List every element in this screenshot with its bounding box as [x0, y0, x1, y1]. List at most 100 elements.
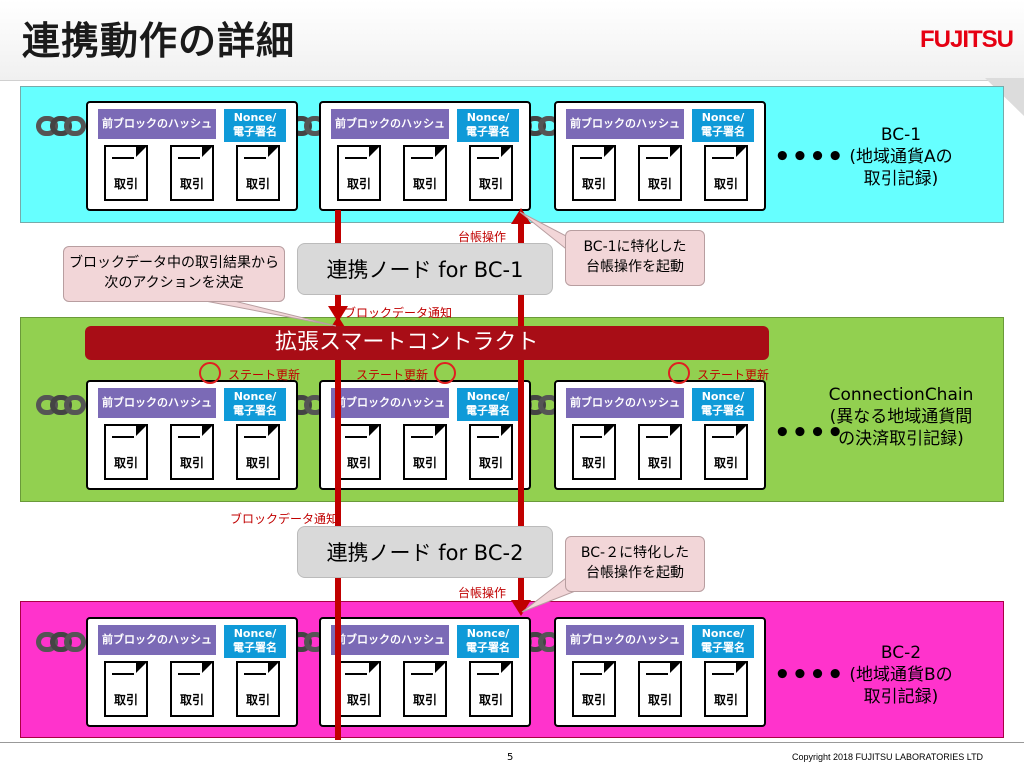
- nonce-line2: 電子署名: [466, 641, 510, 654]
- transaction-document-icon: 取引: [638, 145, 682, 201]
- refresh-cycle-icon: [668, 362, 690, 384]
- doc-fold: [369, 661, 381, 673]
- callout-bc1-ledger: BC-1に特化した 台帳操作を起動: [565, 230, 705, 286]
- doc-fold: [670, 424, 682, 436]
- doc-fold: [670, 661, 682, 673]
- transaction-label: 取引: [713, 177, 738, 191]
- transaction-label: 取引: [647, 177, 672, 191]
- nonce-signature: Nonce/電子署名: [457, 388, 519, 421]
- nonce-line1: Nonce/: [701, 390, 745, 403]
- prev-block-hash: 前ブロックのハッシュ: [331, 625, 449, 655]
- bc2-label-line1: BC-2: [880, 643, 922, 663]
- transaction-label: 取引: [412, 177, 437, 191]
- doc-fold: [369, 424, 381, 436]
- doc-fold: [736, 661, 748, 673]
- cc-label-line1: ConnectionChain: [828, 385, 974, 405]
- state-update-label-2: ステート更新: [356, 368, 429, 382]
- nonce-line2: 電子署名: [701, 641, 745, 654]
- doc-fold: [604, 424, 616, 436]
- transaction-label: 取引: [346, 177, 371, 191]
- node-bc1: 連携ノード for BC-1: [297, 243, 553, 295]
- transaction-label: 取引: [713, 693, 738, 707]
- cc-label-line3: の決済取引記録): [838, 429, 964, 449]
- extended-smart-contract-bar: 拡張スマートコントラクト: [85, 326, 769, 360]
- transaction-document-icon: 取引: [170, 661, 214, 717]
- doc-fold: [435, 661, 447, 673]
- transaction-document-icon: 取引: [403, 145, 447, 201]
- page-number: 5: [507, 752, 514, 763]
- doc-line: [112, 673, 134, 675]
- prev-block-hash: 前ブロックのハッシュ: [98, 388, 216, 418]
- doc-fold: [268, 424, 280, 436]
- transaction-label: 取引: [478, 693, 503, 707]
- nonce-line2: 電子署名: [466, 404, 510, 417]
- nonce-line2: 電子署名: [701, 404, 745, 417]
- doc-fold: [202, 424, 214, 436]
- transaction-label: 取引: [179, 177, 204, 191]
- prev-block-hash: 前ブロックのハッシュ: [566, 388, 684, 418]
- nonce-signature: Nonce/電子署名: [692, 388, 754, 421]
- transaction-document-icon: 取引: [104, 145, 148, 201]
- doc-line: [411, 673, 433, 675]
- nonce-signature: Nonce/電子署名: [457, 109, 519, 142]
- nonce-signature: Nonce/電子署名: [457, 625, 519, 658]
- transaction-label: 取引: [113, 177, 138, 191]
- doc-fold: [604, 661, 616, 673]
- doc-line: [646, 157, 668, 159]
- transaction-document-icon: 取引: [403, 661, 447, 717]
- nonce-line1: Nonce/: [233, 390, 277, 403]
- doc-line: [580, 157, 602, 159]
- transaction-label: 取引: [412, 456, 437, 470]
- doc-line: [244, 673, 266, 675]
- block-notify-label-1: ブロックデータ通知: [344, 306, 453, 320]
- bc2-label-line3: 取引記録): [863, 687, 939, 707]
- nonce-line1: Nonce/: [466, 627, 510, 640]
- prev-block-hash: 前ブロックのハッシュ: [331, 109, 449, 139]
- transaction-label: 取引: [647, 456, 672, 470]
- transaction-label: 取引: [647, 693, 672, 707]
- transaction-label: 取引: [346, 693, 371, 707]
- doc-fold: [268, 145, 280, 157]
- chain-link-icon: [36, 395, 86, 415]
- prev-block-hash: 前ブロックのハッシュ: [566, 625, 684, 655]
- doc-line: [244, 436, 266, 438]
- transaction-document-icon: 取引: [572, 661, 616, 717]
- transaction-label: 取引: [581, 177, 606, 191]
- callout-pointer-bc1: [519, 211, 571, 254]
- doc-line: [244, 157, 266, 159]
- title-bar: [0, 0, 1024, 81]
- bc2-label-line2: (地域通貨Bの: [849, 665, 953, 685]
- nonce-signature: Nonce/電子署名: [692, 109, 754, 142]
- transaction-document-icon: 取引: [638, 661, 682, 717]
- transaction-document-icon: 取引: [170, 145, 214, 201]
- transaction-document-icon: 取引: [572, 424, 616, 480]
- page-title: 連携動作の詳細: [22, 19, 296, 63]
- callout-bc1-line1: BC-1に特化した: [583, 239, 687, 255]
- doc-line: [411, 436, 433, 438]
- nonce-line1: Nonce/: [466, 390, 510, 403]
- transaction-document-icon: 取引: [104, 661, 148, 717]
- doc-line: [477, 673, 499, 675]
- chain-link-icon: [36, 632, 86, 652]
- nonce-line2: 電子署名: [233, 641, 277, 654]
- node-bc2: 連携ノード for BC-2: [297, 526, 553, 578]
- transaction-document-icon: 取引: [104, 424, 148, 480]
- doc-fold: [501, 661, 513, 673]
- doc-line: [646, 673, 668, 675]
- doc-line: [345, 157, 367, 159]
- nonce-signature: Nonce/電子署名: [224, 625, 286, 658]
- refresh-cycle-icon: [434, 362, 456, 384]
- doc-line: [178, 436, 200, 438]
- doc-fold: [670, 145, 682, 157]
- transaction-document-icon: 取引: [638, 424, 682, 480]
- doc-line: [345, 436, 367, 438]
- bc1-more-dots: ••••: [774, 142, 845, 172]
- transaction-document-icon: 取引: [704, 661, 748, 717]
- callout-decide-line2: 次のアクションを決定: [104, 275, 244, 291]
- doc-fold: [604, 145, 616, 157]
- doc-line: [112, 436, 134, 438]
- ledger-op-arrow-shaft: [518, 222, 524, 604]
